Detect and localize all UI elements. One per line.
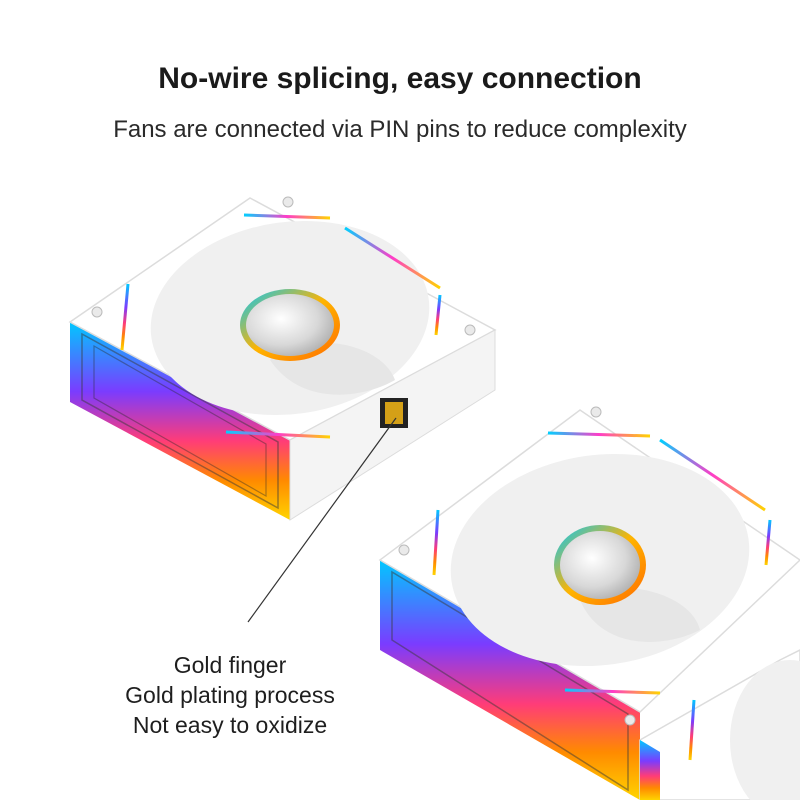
callout-line-3: Not easy to oxidize bbox=[132, 712, 328, 738]
fan-1 bbox=[68, 196, 497, 521]
callout-line-2: Gold plating process bbox=[125, 682, 335, 708]
fan-1-rgb-side bbox=[70, 322, 290, 520]
fan-3-partial bbox=[639, 649, 800, 800]
fan-2-hub bbox=[560, 531, 640, 599]
fan-2-rgb-side bbox=[380, 560, 640, 800]
subheadline: Fans are connected via PIN pins to reduc… bbox=[113, 116, 687, 143]
fan-2 bbox=[378, 406, 800, 800]
headline: No-wire splicing, easy connection bbox=[158, 62, 642, 95]
fan-1-hub bbox=[246, 294, 334, 356]
gold-finger-callout: Gold finger Gold plating process Not eas… bbox=[100, 650, 360, 740]
callout-leader-line bbox=[247, 417, 397, 623]
callout-line-1: Gold finger bbox=[173, 652, 287, 678]
